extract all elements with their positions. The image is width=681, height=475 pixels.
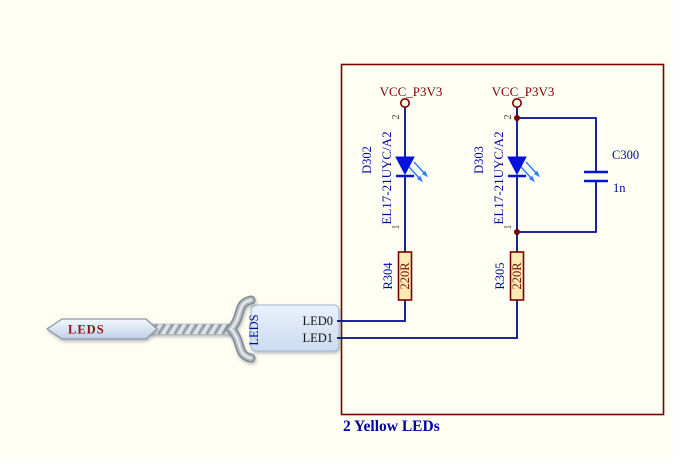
wire[interactable] (517, 181, 597, 233)
led-designator[interactable]: D302 (360, 146, 374, 174)
resistor-designator[interactable]: R304 (381, 262, 395, 290)
resistor-designator[interactable]: R305 (493, 262, 507, 289)
pin-number: 1 (391, 225, 402, 230)
sheet-caption[interactable]: 2 Yellow LEDs (343, 418, 440, 435)
led-designator[interactable]: D303 (472, 146, 486, 174)
led-symbol[interactable] (506, 155, 542, 184)
capacitor-value[interactable]: 1n (613, 181, 626, 195)
power-port-label[interactable]: VCC_P3V3 (492, 84, 555, 99)
harness-bundle-label[interactable]: LEDS (247, 314, 261, 345)
brace-highlight (229, 298, 253, 360)
capacitor-designator[interactable]: C300 (612, 148, 639, 162)
led-part-number[interactable]: EL17-21UYC/A2 (491, 131, 506, 224)
net-label-flag-icon[interactable] (46, 318, 158, 340)
resistor-value[interactable]: 220R (510, 262, 524, 290)
harness-cable[interactable] (149, 323, 235, 335)
power-port-icon[interactable] (511, 98, 523, 108)
harness-entries-box[interactable] (250, 304, 340, 352)
harness-connector-brace-icon[interactable] (224, 295, 256, 363)
junction-dot (514, 229, 520, 235)
junction-dot (514, 115, 520, 121)
led-part-number[interactable]: EL17-21UYC/A2 (379, 131, 394, 224)
resistor-value[interactable]: 220R (398, 262, 412, 290)
harness-cable-braid (150, 324, 234, 335)
schematic-canvas[interactable]: LEDS LEDS LED0 LED1 (0, 0, 673, 457)
power-port-icon[interactable] (399, 98, 411, 108)
net-label-text[interactable]: LEDS (68, 323, 105, 337)
harness-entry-label-led0[interactable]: LED0 (302, 314, 333, 328)
sheet-boundary (340, 63, 665, 416)
power-port-label[interactable]: VCC_P3V3 (380, 84, 443, 99)
wire[interactable] (337, 300, 518, 339)
net-label[interactable]: LEDS (46, 318, 158, 340)
pin-number: 2 (503, 115, 514, 120)
pin-number: 2 (391, 115, 402, 120)
pin-number: 1 (503, 225, 514, 230)
led-symbol[interactable] (394, 155, 430, 184)
wire[interactable] (337, 300, 406, 322)
capacitor-symbol[interactable] (584, 170, 608, 183)
harness-entry-label-led1[interactable]: LED1 (302, 331, 333, 345)
wire[interactable] (517, 117, 597, 172)
